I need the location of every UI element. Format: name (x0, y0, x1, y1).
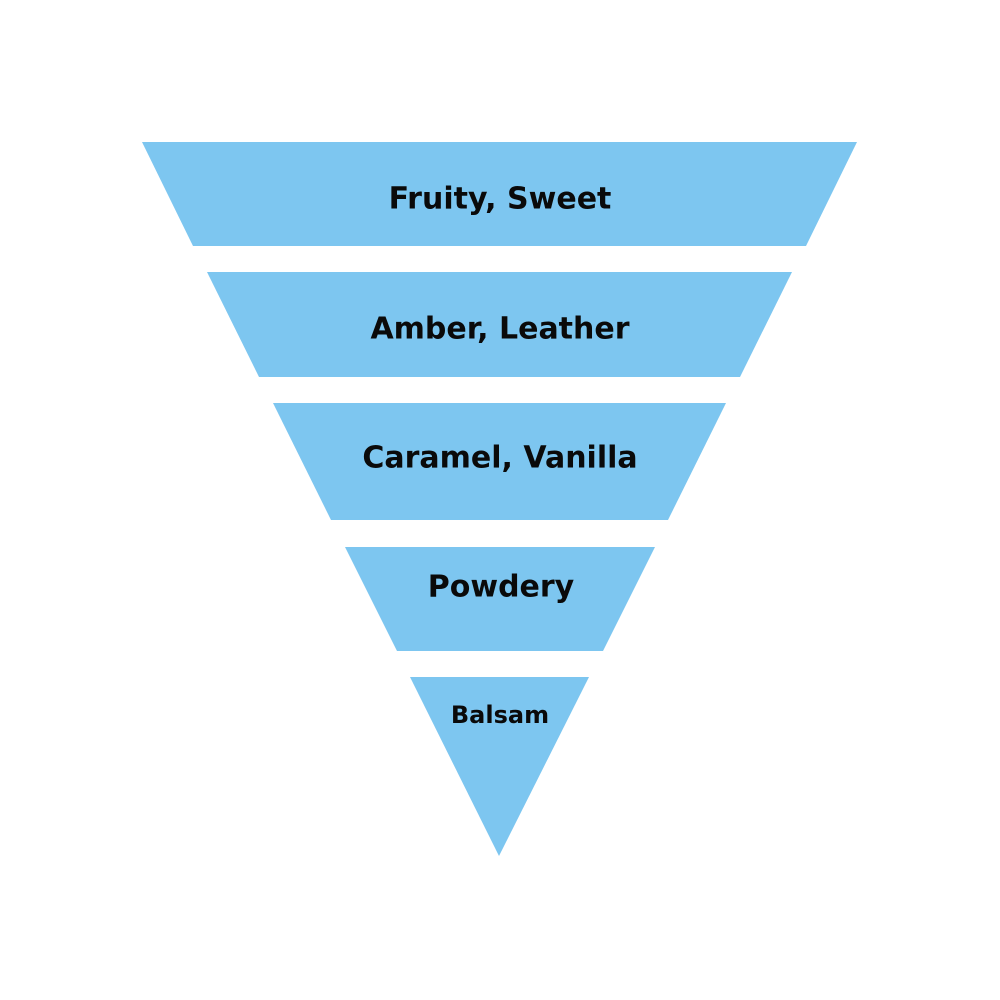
funnel-level-1: Fruity, Sweet (142, 142, 857, 246)
funnel-segment-1 (142, 142, 857, 246)
funnel-segment-3 (273, 403, 726, 520)
funnel-label-4: Powdery (428, 570, 575, 605)
funnel-level-2: Amber, Leather (207, 272, 792, 377)
funnel-level-3: Caramel, Vanilla (273, 403, 726, 520)
funnel-level-4: Powdery (345, 547, 655, 651)
funnel-label-1: Fruity, Sweet (389, 182, 612, 217)
funnel-level-5: Balsam (410, 677, 589, 856)
funnel-segment-2 (207, 272, 792, 377)
funnel-label-3: Caramel, Vanilla (362, 441, 637, 476)
funnel-label-5: Balsam (451, 701, 549, 729)
funnel-segment-5 (410, 677, 589, 856)
funnel-segment-4 (345, 547, 655, 651)
funnel-label-2: Amber, Leather (370, 312, 629, 347)
